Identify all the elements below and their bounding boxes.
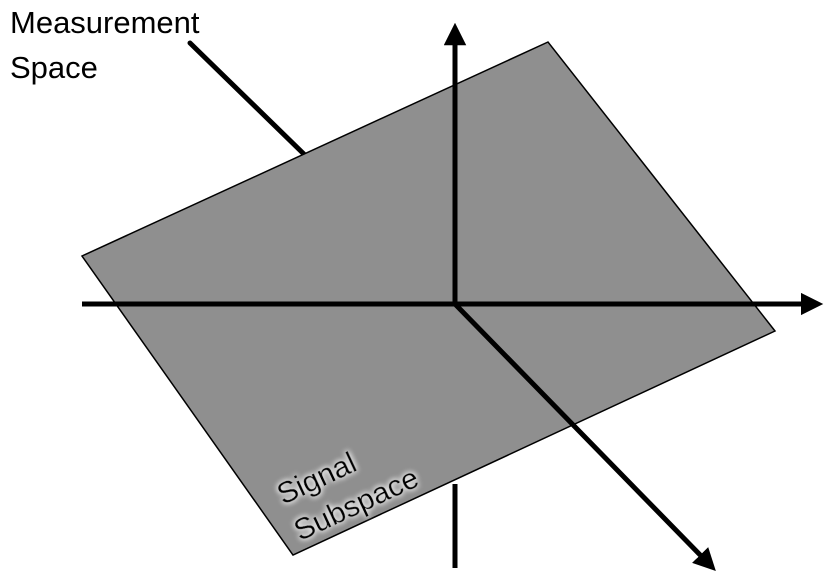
diagonal-axis bbox=[453, 302, 716, 572]
measurement-space-label-line1: Measurement bbox=[10, 5, 200, 40]
signal-subspace-plane bbox=[80, 41, 777, 556]
measurement-space-label-line2: Space bbox=[10, 50, 98, 85]
measurement-space-label: Measurement Space bbox=[10, 5, 208, 85]
measurement-space-axis-back bbox=[187, 40, 313, 163]
